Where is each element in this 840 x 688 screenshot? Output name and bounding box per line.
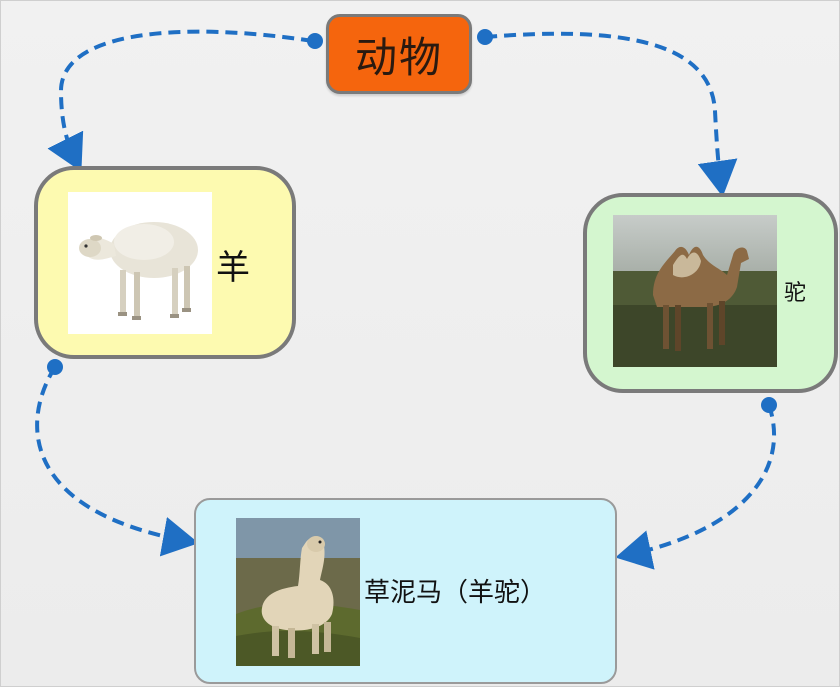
connector-camel-to-alpaca xyxy=(615,404,776,570)
topic-sheep-label: 羊 xyxy=(216,248,250,288)
connector-dot xyxy=(761,397,777,413)
connector-root-to-sheep xyxy=(47,29,314,172)
topic-camel-label: 驼 xyxy=(784,281,807,306)
connector-dot xyxy=(307,33,323,49)
topic-alpaca-label: 草泥马（羊驼） xyxy=(364,578,547,608)
connector-dot xyxy=(47,359,63,375)
root-topic-label: 动物 xyxy=(354,32,443,82)
alpaca-photo xyxy=(236,518,360,666)
topic-camel[interactable]: 驼 xyxy=(583,193,838,393)
topic-sheep[interactable]: 羊 xyxy=(34,166,296,359)
topic-alpaca[interactable]: 草泥马（羊驼） xyxy=(194,498,617,684)
camel-photo xyxy=(613,215,777,367)
root-topic[interactable]: 动物 xyxy=(326,14,472,94)
connector-sheep-to-alpaca xyxy=(35,365,199,557)
sheep-photo xyxy=(68,192,212,334)
connector-dot xyxy=(477,29,493,45)
connector-root-to-camel xyxy=(484,31,738,197)
